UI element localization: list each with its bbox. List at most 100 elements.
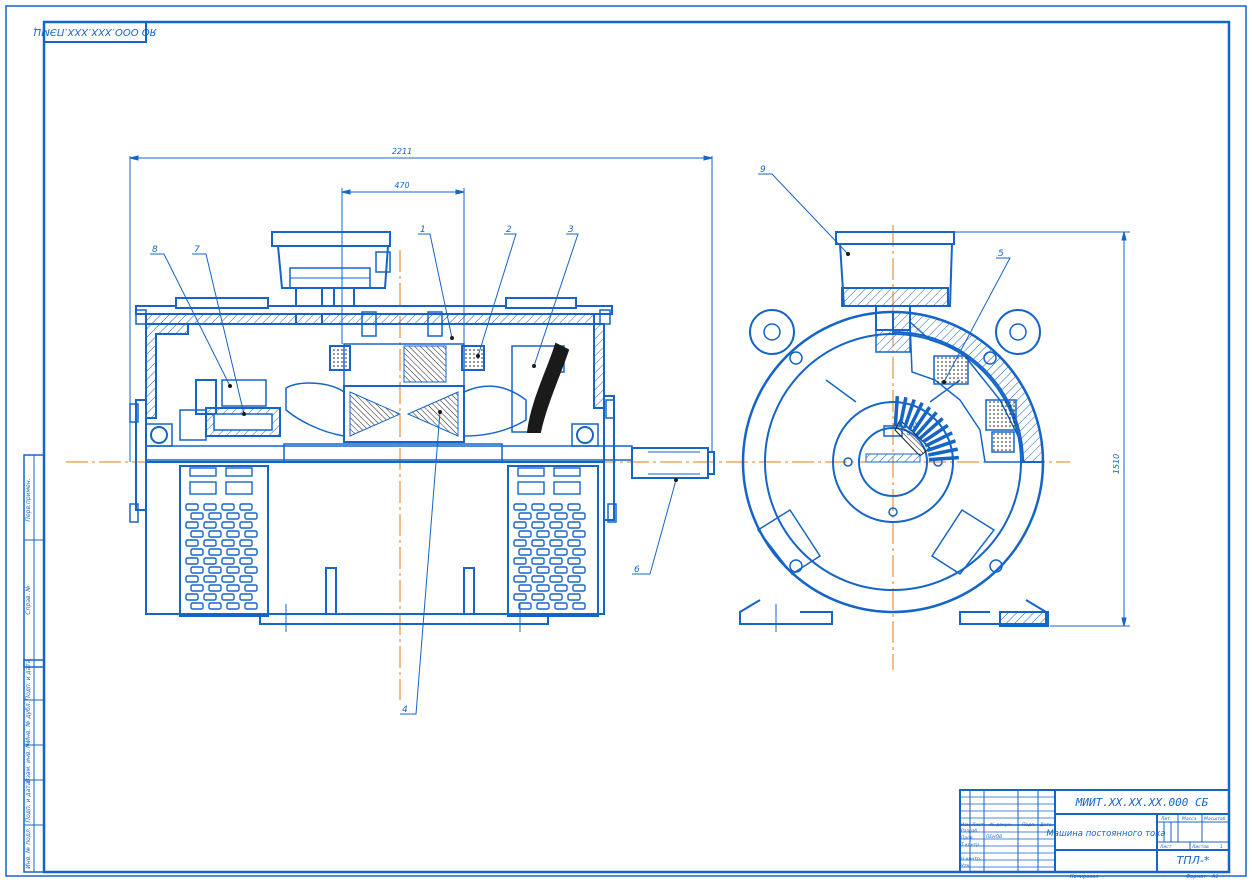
vent-slot [239,539,253,547]
top-stamp-text: ЯО ООО.XXX.XXX.ПЭМЦ [33,26,157,37]
vent-slot [239,503,253,511]
end-view [739,231,1049,632]
side-stamp-2: Подп. и дата [25,659,32,700]
vent-slot [549,521,563,529]
vent-slot [513,575,527,583]
rotor-tooth [928,455,959,462]
rotor-tooth [921,423,949,444]
vent-slot [203,593,217,601]
vent-slot [536,512,550,520]
vent-slot [221,503,235,511]
title-designer: ПЕНОВ [986,834,1002,840]
dim-height: 1510 [1112,454,1121,474]
row-label-5: Утв. [961,863,970,869]
callout-1: 1 [420,225,426,235]
vent-slot [221,575,235,583]
vent-slot [549,557,563,565]
col-label-2: № докум. [989,822,1012,828]
vent-slot [208,512,222,520]
vent-slot [554,584,568,592]
vent-slot [567,557,581,565]
vent-slot [226,584,240,592]
callout-9: 9 [760,165,766,175]
vent-slot [531,539,545,547]
title-group: ТПЛ-* [1177,854,1210,867]
callout-3: 3 [568,225,574,235]
vent-slot [244,530,258,538]
row-label-0: Разраб. [961,828,979,834]
row-label-1: Пров. [961,835,974,841]
title-sheet-label: Лист [1159,844,1172,850]
vent-slot [185,557,199,565]
vent-slot [203,521,217,529]
title-designation: МИИТ.XX.XX.XX.000 СБ [1075,796,1209,809]
title-format-label: Формат [1186,874,1207,880]
vent-slot [572,584,586,592]
vent-slot [185,593,199,601]
vent-slot [226,548,240,556]
vent-slot [554,548,568,556]
vent-slot [185,521,199,529]
vent-slot [190,584,204,592]
vent-slot [572,512,586,520]
side-stamp-4: Взам. инв. № [25,742,32,783]
rotor-tooth [898,396,908,428]
vent-slot [190,548,204,556]
vent-slot [513,539,527,547]
col-label-0: Изм [961,822,971,828]
vent-slot [554,530,568,538]
callout-2: 2 [506,225,512,235]
vent-slot [531,521,545,529]
title-lit-label: Лит. [1160,816,1171,822]
vent-slot [244,512,258,520]
rotor-tooth [927,447,959,457]
vent-slot [518,566,532,574]
vent-slot [572,530,586,538]
title-sheets-value: 1 [1220,844,1223,850]
vent-slot [567,539,581,547]
vent-slot [208,566,222,574]
vent-slot [549,503,563,511]
vent-slot [517,467,545,477]
side-stamp-0: Перв.примен. [25,478,32,521]
vent-slot [567,593,581,601]
rotor-tooth [915,411,938,437]
title-sheets-label: Листов [1191,844,1209,850]
vent-slot [203,503,217,511]
title-name: Машина постоянного тока [1046,829,1165,839]
vent-slot [518,584,532,592]
vent-slot [567,521,581,529]
vent-slot [239,521,253,529]
vent-slot [517,481,545,495]
vent-slot [554,566,568,574]
dim-core-length: 470 [394,181,409,190]
vent-slot [226,512,240,520]
vent-slot [531,503,545,511]
vent-slot [536,584,550,592]
vent-slot [225,481,253,495]
title-copied-label: Копировал [1070,874,1099,880]
rotor-tooth [926,439,957,453]
title-mass-label: Масса [1182,816,1197,822]
vent-slot [531,593,545,601]
vent-slot [203,575,217,583]
col-label-4: Дата [1039,822,1052,828]
vent-slot [549,539,563,547]
rotor-tooth [902,398,916,429]
col-label-3: Подп. [1022,822,1036,828]
callout-6: 6 [634,565,640,575]
vent-slot [190,512,204,520]
vent-slot [190,602,204,610]
top-stamp: ЯО ООО.XXX.XXX.ПЭМЦ [33,21,158,43]
vent-slot [239,575,253,583]
vent-slot [203,557,217,565]
rotor-tooth [911,406,932,434]
sheet-frame [5,5,1247,877]
vent-slot [549,593,563,601]
callout-dots [228,252,946,482]
dim-overall-length: 2211 [392,147,412,156]
rotor-tooth [918,417,944,440]
col-label-1: Лист [971,822,984,828]
rotor-teeth [893,396,959,462]
